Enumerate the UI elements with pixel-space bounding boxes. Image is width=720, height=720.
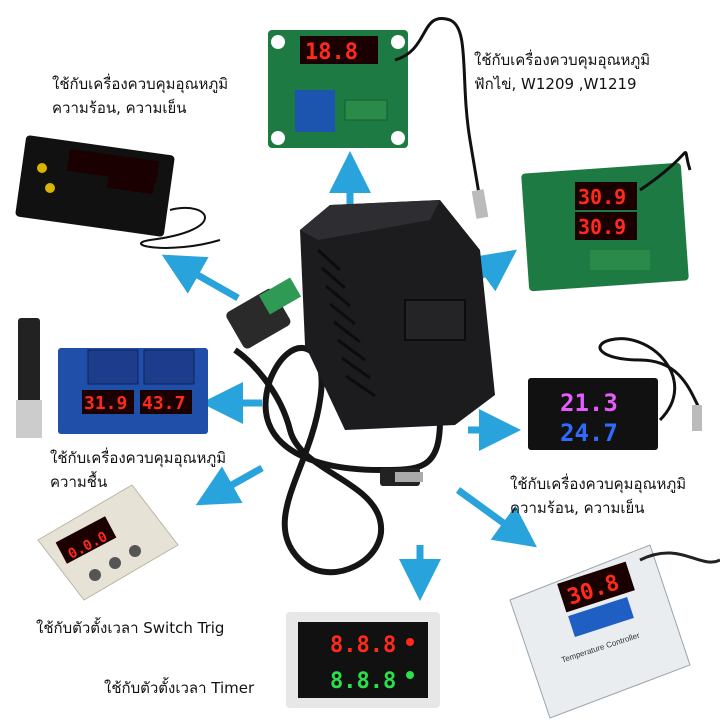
arrow-upleft (161, 254, 240, 302)
caption-humidity: ใช้กับเครื่องควบคุมอุณหภูมิ ความชื้น (50, 446, 226, 494)
caption-heat-cool-top: ใช้กับเครื่องควบคุมอุณหภูมิ ความร้อน, คว… (52, 72, 228, 120)
timer-display-bottom: 8.8.8 (330, 669, 396, 694)
caption-line: ใช้กับเครื่องควบคุมอุณหภูมิ (52, 75, 229, 93)
arrow-downright (455, 487, 537, 548)
caption-line: ความชื้น (50, 473, 108, 491)
w1209-display: 18.8 (305, 40, 358, 65)
caption-heat-cool-right: ใช้กับเครื่องควบคุมอุณหภูมิ ความร้อน, คว… (510, 472, 686, 520)
blue-panel-display-top: 21.3 (560, 389, 618, 417)
panel-controller-blue: 21.3 24.7 (528, 337, 702, 450)
caption-line: ใช้กับเครื่องควบคุมอุณหภูมิ (474, 51, 651, 69)
power-adapter (226, 200, 495, 576)
w1209-module: 18.8 (268, 16, 489, 219)
caption-line: ฟักไข่, W1209 ,W1219 (474, 75, 637, 93)
trig-module: 0.0.0 (37, 484, 179, 601)
caption-line: ใช้กับตัวตั้งเวลา Timer (104, 679, 255, 697)
humidity-display-right: 43.7 (142, 393, 185, 414)
xh-w3001-controller: 30.8 Temperature Controller (509, 544, 720, 719)
timer-display-top: 8.8.8 (330, 633, 396, 658)
w1219-module: 30.9 30.9 (521, 151, 692, 292)
w1219-display-top: 30.9 (578, 185, 626, 209)
panel-controller-red (15, 135, 221, 249)
w1219-display-bottom: 30.9 (578, 215, 626, 239)
humidity-display-left: 31.9 (84, 393, 127, 414)
caption-line: ใช้กับเครื่องควบคุมอุณหภูมิ (510, 475, 687, 493)
caption-timer: ใช้กับตัวตั้งเวลา Timer (104, 676, 254, 700)
caption-line: ความร้อน, ความเย็น (510, 499, 645, 517)
caption-line: ความร้อน, ความเย็น (52, 99, 187, 117)
timer-module: 8.8.8 8.8.8 (286, 612, 440, 708)
caption-switch-trig: ใช้กับตัวตั้งเวลา Switch Trig (36, 616, 224, 640)
caption-line: ใช้กับตัวตั้งเวลา Switch Trig (36, 619, 225, 637)
blue-panel-display-bottom: 24.7 (560, 419, 618, 447)
adapter-cable (233, 345, 443, 576)
caption-line: ใช้กับเครื่องควบคุมอุณหภูมิ (50, 449, 227, 467)
humidity-module: 31.9 43.7 (16, 318, 208, 438)
arrow-downleft (195, 464, 264, 506)
caption-incubator: ใช้กับเครื่องควบคุมอุณหภูมิ ฟักไข่, W120… (474, 48, 650, 96)
